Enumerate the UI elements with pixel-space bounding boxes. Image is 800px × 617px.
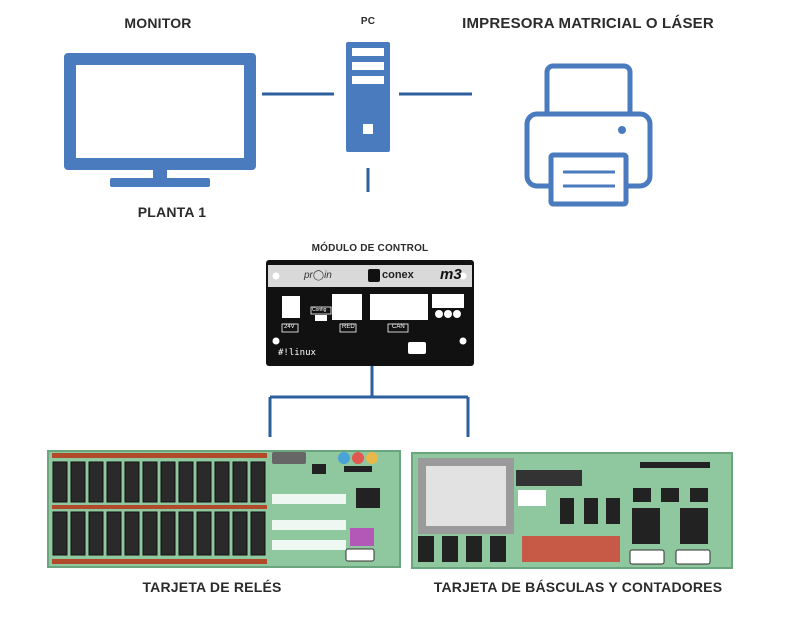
connection-lines	[262, 92, 472, 437]
module-port-can: CAN	[392, 324, 405, 330]
monitor-label: MONITOR	[124, 15, 192, 31]
scale-board	[411, 452, 733, 569]
relay-board	[47, 450, 401, 568]
pc-tower-icon	[346, 42, 390, 152]
pc-label: PC	[360, 16, 376, 27]
printer-icon	[524, 63, 653, 207]
monitor-icon	[64, 53, 256, 187]
module-os-text: #!linux	[278, 348, 316, 358]
module-brand-prolin: pr◯in	[304, 270, 332, 281]
module-brand-m3: m3	[440, 266, 462, 283]
module-port-config: Config	[312, 307, 327, 313]
control-module-label: MÓDULO DE CONTROL	[311, 243, 429, 254]
control-module-panel	[266, 260, 474, 366]
relay-board-label: TARJETA DE RELÉS	[142, 579, 282, 595]
scale-board-label: TARJETA DE BÁSCULAS Y CONTADORES	[433, 579, 723, 595]
module-port-24v: 24V	[284, 324, 295, 330]
plant-label: PLANTA 1	[137, 204, 207, 220]
printer-label: IMPRESORA MATRICIAL O LÁSER	[462, 15, 714, 32]
module-brand-conex: conex	[382, 269, 414, 281]
module-port-red: RED	[342, 324, 355, 330]
